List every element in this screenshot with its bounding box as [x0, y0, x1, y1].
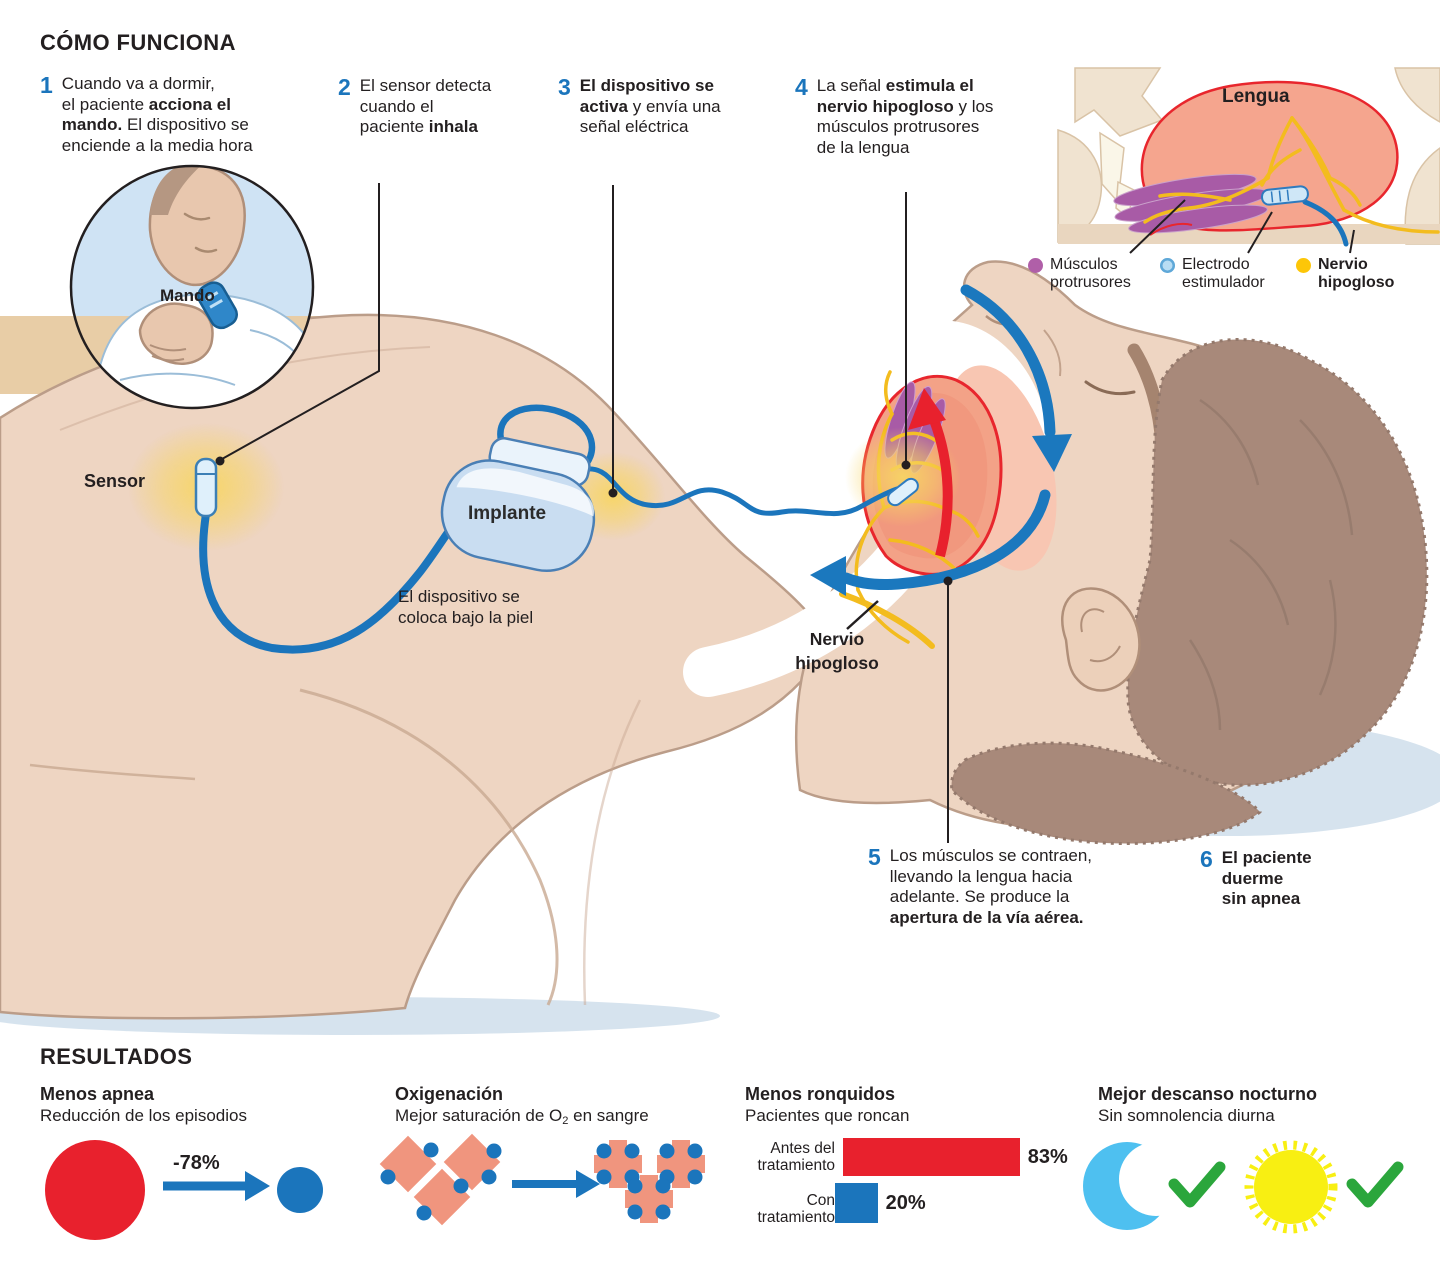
- night-check-icon: [1168, 1161, 1226, 1208]
- purple-dot-icon: [1028, 258, 1043, 273]
- leader-lines: [215, 183, 1355, 843]
- oxygen-cells-after: [594, 1140, 705, 1223]
- moon-icon: [1083, 1142, 1193, 1230]
- stimulation-electrode: [887, 477, 919, 507]
- results-graphics: [45, 1133, 1404, 1240]
- bar-before: [843, 1138, 1020, 1176]
- inset-nerve: [1143, 116, 1440, 234]
- bar-row-before: Antes del tratamiento 83%: [713, 1138, 1068, 1176]
- step-6: 6 El paciente duerme sin apnea: [1200, 846, 1370, 910]
- inset-electrode: [1260, 185, 1309, 206]
- rest-heading: Mejor descanso nocturno: [1098, 1084, 1318, 1104]
- oxygen-arrow: [576, 1170, 600, 1198]
- page-title: CÓMO FUNCIONA: [40, 30, 236, 55]
- yellow-dot-icon: [1296, 258, 1311, 273]
- step-4-text: La señal estimula el nervio hipogloso y …: [816, 76, 994, 158]
- bar-row-after: 20%: [835, 1183, 1068, 1223]
- tongue-inset-label: Lengua: [1222, 86, 1290, 107]
- step-6-text: El paciente duerme sin apnea: [1221, 848, 1312, 909]
- oxygen-subtitle: Mejor saturación de O2 en sangre: [395, 1106, 649, 1127]
- remote-inset: [69, 164, 315, 410]
- apnea-heading: Menos apnea: [40, 1084, 155, 1104]
- airflow-arrows: [810, 284, 1072, 596]
- hair: [1126, 338, 1429, 787]
- implant-caption: El dispositivo se coloca bajo la piel: [398, 587, 534, 628]
- legend-item-muscles-label: Músculos protrusores: [1050, 256, 1131, 292]
- step-5: 5 Los músculos se contraen, llevando la …: [868, 844, 1168, 929]
- hypoglossal-nerve-label: Nervio hipogloso: [795, 629, 879, 673]
- apnea-before-circle: [45, 1140, 145, 1240]
- rest-subtitle: Sin somnolencia diurna: [1098, 1106, 1275, 1125]
- bar-before-label: Antes del tratamiento: [757, 1139, 835, 1174]
- step-5-number: 5: [868, 844, 881, 870]
- snoring-subtitle: Pacientes que roncan: [745, 1106, 910, 1125]
- legend-item-electrode: Electrodo estimulador: [1160, 256, 1265, 293]
- step-2-number: 2: [338, 74, 351, 100]
- snoring-bar-chart: Antes del tratamiento 83% 20%: [713, 1138, 1068, 1223]
- step-3: 3 El dispositivo se activa y envía una s…: [558, 74, 768, 138]
- step-3-number: 3: [558, 74, 571, 100]
- apnea-change-value: -78%: [173, 1152, 220, 1174]
- remote-control: [197, 281, 238, 330]
- apnea-arrow: [245, 1171, 270, 1201]
- implant-device: [440, 437, 596, 573]
- step-5-text: Los músculos se contraen, llevando la le…: [889, 846, 1093, 928]
- legend-item-electrode-label: Electrodo estimulador: [1182, 256, 1265, 292]
- snoring-heading: Menos ronquidos: [745, 1084, 895, 1104]
- bar-before-value: 83%: [1027, 1145, 1068, 1168]
- step-1: 1 Cuando va a dormir, el paciente accion…: [40, 72, 320, 157]
- remote-label: Mando: [160, 286, 215, 305]
- day-check-icon: [1346, 1161, 1404, 1208]
- step-4: 4 La señal estimula el nervio hipogloso …: [795, 74, 1030, 159]
- sensor-device: [194, 457, 218, 518]
- bar-after-label: Con tratamiento: [757, 1192, 835, 1227]
- sun-icon: [1244, 1140, 1338, 1234]
- apnea-after-circle: [277, 1167, 323, 1213]
- ear: [1061, 587, 1141, 692]
- apnea-subtitle: Reducción de los episodios: [40, 1106, 247, 1125]
- lightblue-dot-icon: [1160, 258, 1175, 273]
- oxygen-cells-before: [379, 1133, 502, 1226]
- bar-after: [835, 1183, 878, 1223]
- implant-label: Implante: [468, 503, 547, 524]
- step-2-text: El sensor detecta cuando el paciente inh…: [359, 76, 492, 137]
- sensor-label: Sensor: [84, 471, 146, 491]
- step-1-number: 1: [40, 72, 53, 98]
- step-1-text: Cuando va a dormir, el paciente acciona …: [61, 74, 253, 156]
- bar-after-value: 20%: [885, 1191, 926, 1214]
- results-title: RESULTADOS: [40, 1044, 193, 1069]
- legend-item-nerve-label: Nervio hipogloso: [1318, 256, 1395, 292]
- closed-eye: [1084, 380, 1136, 396]
- oxygen-heading: Oxigenación: [395, 1084, 504, 1104]
- legend-item-nerve: Nervio hipogloso: [1296, 256, 1394, 293]
- mouth-inset: [1055, 67, 1440, 247]
- step-4-number: 4: [795, 74, 808, 100]
- step-2: 2 El sensor detecta cuando el paciente i…: [338, 74, 543, 138]
- beard: [950, 741, 1262, 845]
- legend-item-muscles: Músculos protrusores: [1028, 256, 1131, 293]
- tongue-forward-arrow: [908, 388, 953, 558]
- step-3-text: El dispositivo se activa y envía una señ…: [579, 76, 721, 137]
- step-6-number: 6: [1200, 846, 1213, 872]
